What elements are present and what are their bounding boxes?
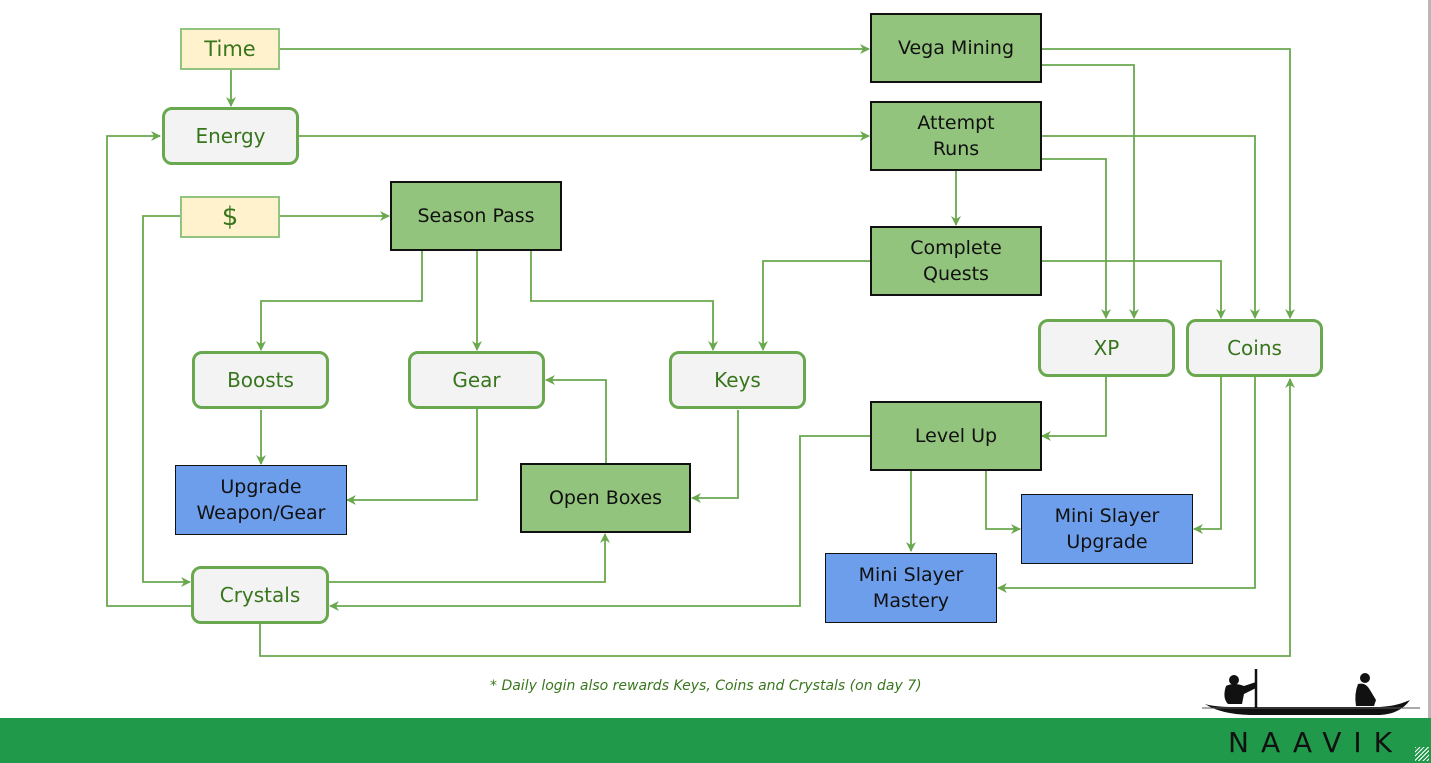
node-time: Time	[180, 28, 280, 70]
edge-crystals-openboxes	[329, 533, 610, 583]
edge-crystals-energy	[106, 131, 191, 607]
node-energy: Energy	[162, 107, 299, 165]
node-gear: Gear	[408, 351, 545, 409]
boat-logo-icon	[1202, 669, 1420, 715]
edge-crystals-coins	[259, 378, 1295, 657]
node-dollar: $	[180, 196, 280, 238]
node-coins: Coins	[1186, 319, 1323, 377]
edge-openboxes-gear	[545, 375, 607, 463]
edge-season-boosts	[256, 251, 423, 351]
connectors	[106, 44, 1295, 657]
resize-grip[interactable]	[1415, 747, 1429, 761]
node-season-pass: Season Pass	[390, 181, 562, 251]
node-upgrade-weapon-gear: Upgrade Weapon/Gear	[175, 465, 347, 535]
page-edge	[1428, 0, 1431, 718]
edge-quests-keys	[758, 260, 871, 351]
edge-coins-mastery	[997, 377, 1256, 593]
footnote: * Daily login also rewards Keys, Coins a…	[490, 678, 922, 694]
edge-quests-coins	[1041, 260, 1226, 319]
node-open-boxes: Open Boxes	[520, 463, 691, 533]
edge-season-keys	[530, 251, 718, 351]
node-complete-quests: Complete Quests	[870, 226, 1042, 296]
footer-bar	[0, 718, 1431, 763]
node-mini-slayer-mastery: Mini Slayer Mastery	[825, 553, 997, 623]
edge-dollar-crystals	[142, 215, 191, 587]
node-level-up: Level Up	[870, 401, 1042, 471]
edge-levelup-crystals	[329, 435, 871, 611]
node-mini-slayer-upgrade: Mini Slayer Upgrade	[1021, 494, 1193, 564]
edge-keys-openboxes	[691, 410, 739, 503]
node-keys: Keys	[669, 351, 806, 409]
node-vega-mining: Vega Mining	[870, 13, 1042, 83]
edge-gear-upgrade	[346, 409, 478, 505]
edge-attempt-xp	[1041, 158, 1111, 319]
edge-vega-coins	[1041, 48, 1295, 319]
edge-levelup-msupgrade	[985, 471, 1021, 534]
edge-attempt-coins	[1041, 135, 1260, 319]
node-boosts: Boosts	[192, 351, 329, 409]
node-xp: XP	[1038, 319, 1175, 377]
edge-xp-levelup	[1041, 377, 1107, 441]
edge-vega-xp	[1041, 64, 1139, 319]
brand-name: NAAVIK	[1228, 726, 1405, 759]
node-crystals: Crystals	[191, 566, 329, 624]
edge-coins-msupgrade	[1193, 377, 1222, 534]
node-attempt-runs: Attempt Runs	[870, 101, 1042, 171]
